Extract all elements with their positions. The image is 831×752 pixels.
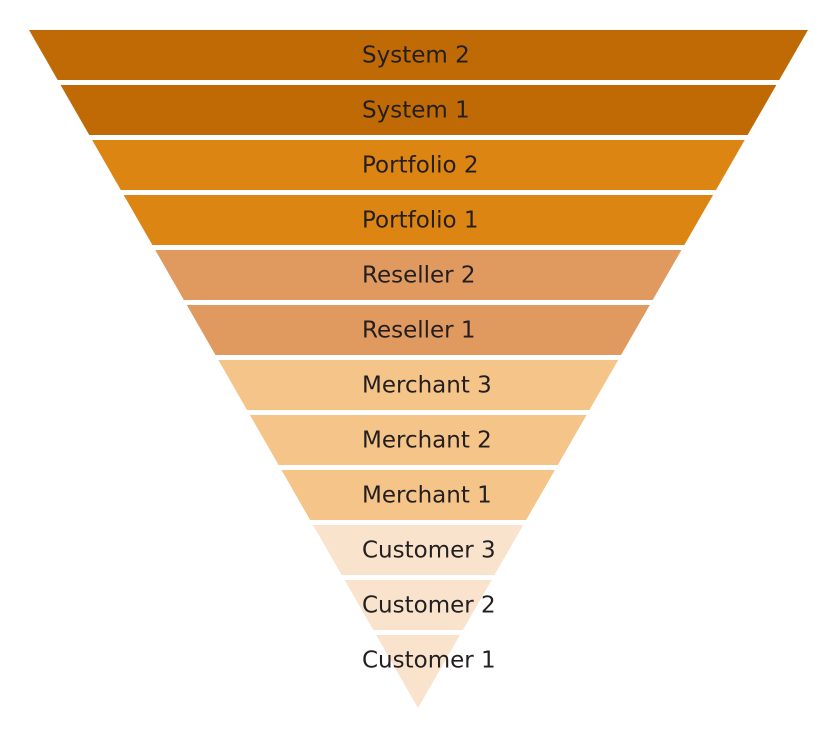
funnel-band-merchant-2[interactable]: [249, 415, 587, 465]
funnel-band-merchant-3[interactable]: [218, 360, 619, 410]
funnel-band-group: [29, 30, 808, 708]
funnel-band-label-merchant-2: Merchant 2: [362, 428, 492, 454]
funnel-label-group: System 2 System 1 Portfolio 2 Portfolio 1 Re…: [362, 43, 496, 674]
funnel-band-portfolio-2[interactable]: [92, 140, 745, 190]
funnel-apex-tip: [404, 685, 432, 708]
funnel-band-label-reseller-1: Reseller 1: [362, 318, 476, 344]
funnel-band-label-reseller-2: Reseller 2: [362, 263, 476, 289]
funnel-band-label-customer-3: Customer 3: [362, 538, 496, 564]
funnel-band-system-2[interactable]: [29, 30, 808, 80]
funnel-band-customer-3[interactable]: [313, 525, 524, 575]
funnel-band-label-customer-1: Customer 1: [362, 648, 496, 674]
funnel-band-label-portfolio-2: Portfolio 2: [362, 153, 479, 179]
funnel-band-merchant-1[interactable]: [281, 470, 555, 520]
funnel-band-reseller-1[interactable]: [186, 305, 650, 355]
funnel-band-label-system-2: System 2: [362, 43, 470, 69]
funnel-band-label-merchant-3: Merchant 3: [362, 373, 492, 399]
funnel-band-reseller-2[interactable]: [155, 250, 682, 300]
funnel-band-label-customer-2: Customer 2: [362, 593, 496, 619]
funnel-band-label-portfolio-1: Portfolio 1: [362, 208, 479, 234]
funnel-band-label-system-1: System 1: [362, 98, 470, 124]
funnel-band-portfolio-1[interactable]: [123, 195, 714, 245]
funnel-band-system-1[interactable]: [60, 85, 777, 135]
funnel-band-label-merchant-1: Merchant 1: [362, 483, 492, 509]
funnel-band-customer-1[interactable]: [376, 635, 460, 685]
funnel-band-customer-2[interactable]: [344, 580, 492, 630]
